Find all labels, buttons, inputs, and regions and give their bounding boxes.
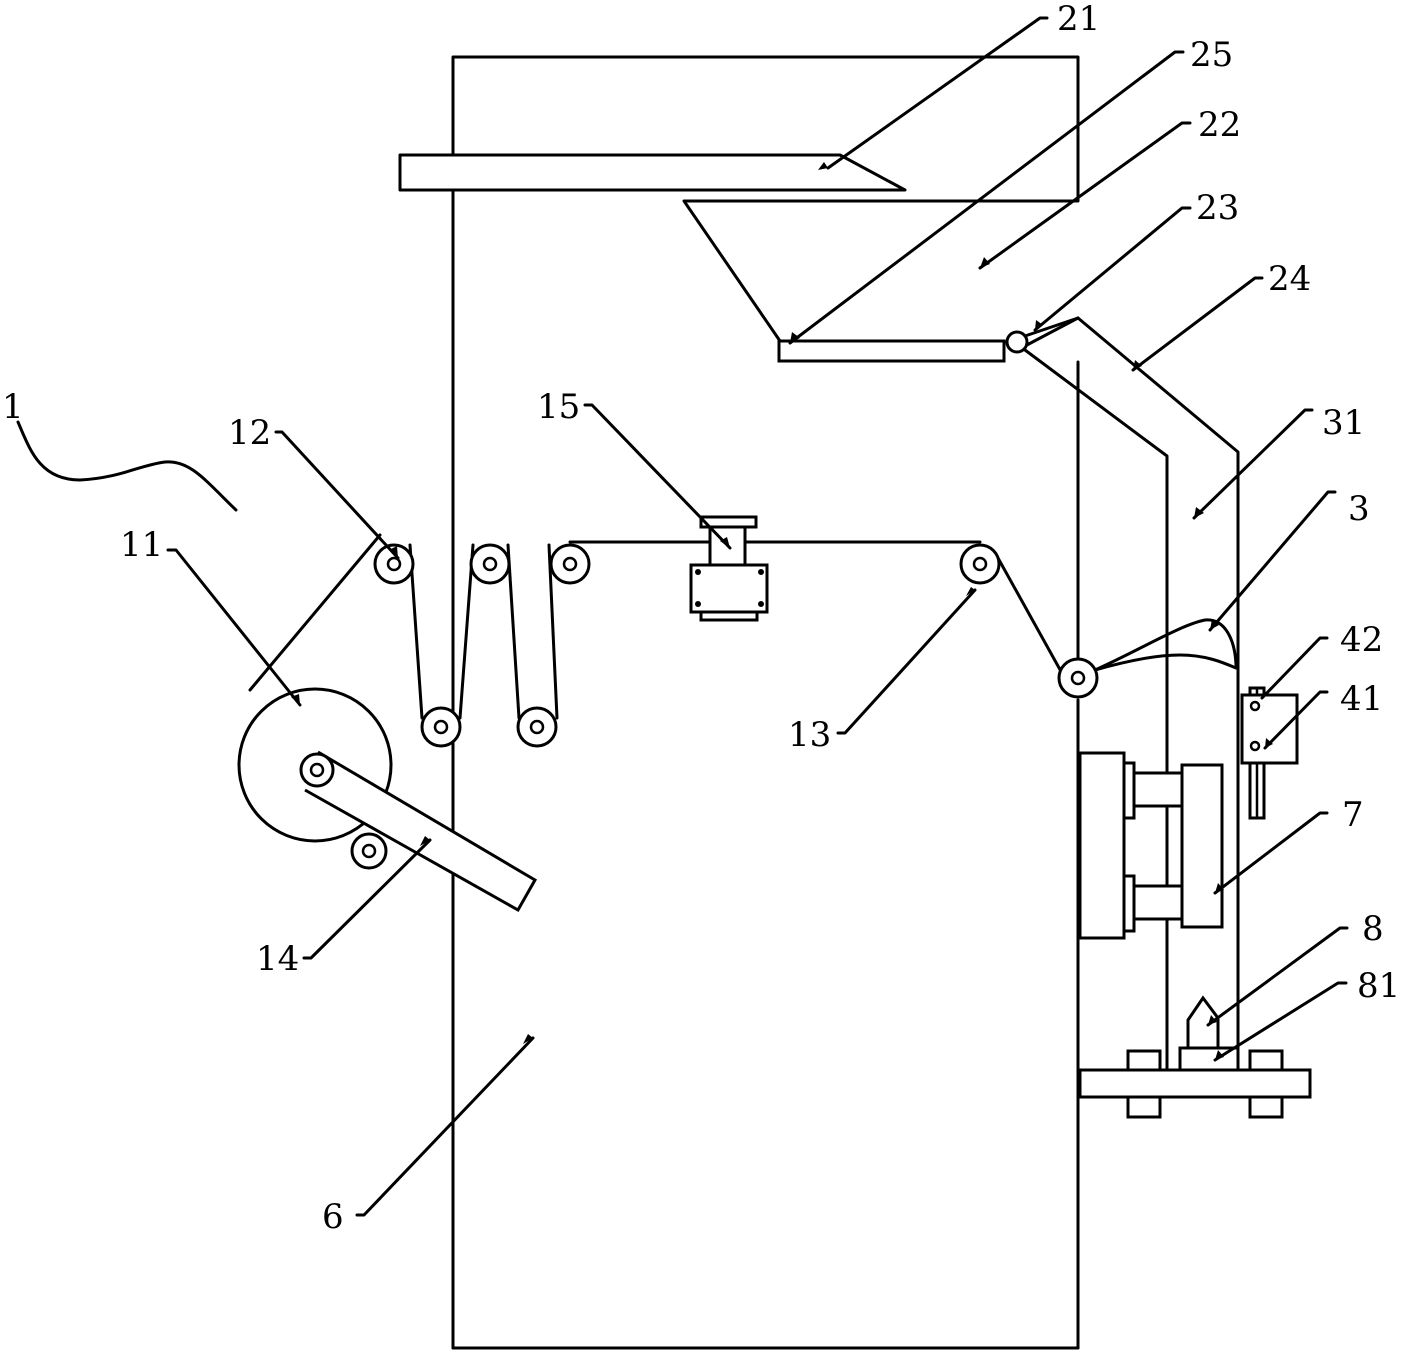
callout-11: 11 [120,525,163,565]
arrowheads [291,162,1273,1060]
callout-7: 7 [1342,795,1364,835]
callout-6: 6 [322,1197,344,1237]
callout-1: 1 [2,387,24,427]
callout-23: 23 [1196,188,1239,228]
leader-25 [788,50,1185,345]
leader-41 [1263,690,1329,750]
leader-81 [1213,981,1348,1062]
idler-roller [350,832,388,870]
leader-42 [1260,636,1329,700]
leader-lines [16,16,1349,1217]
film-path [248,533,1065,720]
callout-41: 41 [1340,679,1383,719]
callout-22: 22 [1198,105,1241,145]
leader-22 [978,121,1192,270]
callout-42: 42 [1340,620,1383,660]
guide-rollers [373,543,591,748]
callout-13: 13 [788,715,831,755]
leader-15 [583,403,732,550]
roller [373,543,415,585]
leader-6 [355,1036,535,1217]
leader-1 [16,420,238,512]
leader-21 [826,16,1049,170]
roller [420,706,462,748]
sealing-jaw [1078,751,1224,940]
callout-15: 15 [537,387,580,427]
leader-13 [836,588,977,735]
callout-25: 25 [1190,35,1233,75]
callout-12: 12 [228,413,271,453]
callout-21: 21 [1057,0,1100,39]
leader-7 [1213,811,1329,895]
hinge-pivot [1005,316,1080,354]
bag-former-collar [1093,618,1238,672]
feed-chute [398,153,907,192]
leader-8 [1206,926,1349,1027]
hopper-gate-plate [777,339,1006,363]
roll-support-arm [299,750,538,913]
callout-31: 31 [1322,403,1365,443]
cutter-base-plate [1078,1049,1312,1119]
callout-labels: 1 11 12 13 14 15 21 22 23 24 25 3 31 41 … [2,0,1400,1237]
leader-12 [274,430,400,560]
leader-24 [1131,276,1264,372]
machine-frame [451,55,1080,1350]
leader-11 [166,548,302,707]
hopper [682,199,1080,343]
tension-roller [959,543,1001,585]
collar-roller [1057,657,1099,699]
roller [469,543,511,585]
film-roll [237,687,393,843]
cutter-blade [1186,995,1220,1048]
leader-23 [1033,206,1192,332]
roller [516,706,558,748]
leader-31 [1192,408,1314,520]
callout-81: 81 [1357,966,1400,1006]
forming-tube [1023,316,1240,1072]
leader-3 [1208,490,1337,632]
callout-3: 3 [1348,489,1370,529]
callout-24: 24 [1268,259,1311,299]
callout-8: 8 [1362,909,1384,949]
sensor-block [1240,693,1299,765]
callout-14: 14 [256,939,299,979]
leader-14 [302,838,432,960]
printer-head [689,515,769,622]
roller [549,543,591,585]
